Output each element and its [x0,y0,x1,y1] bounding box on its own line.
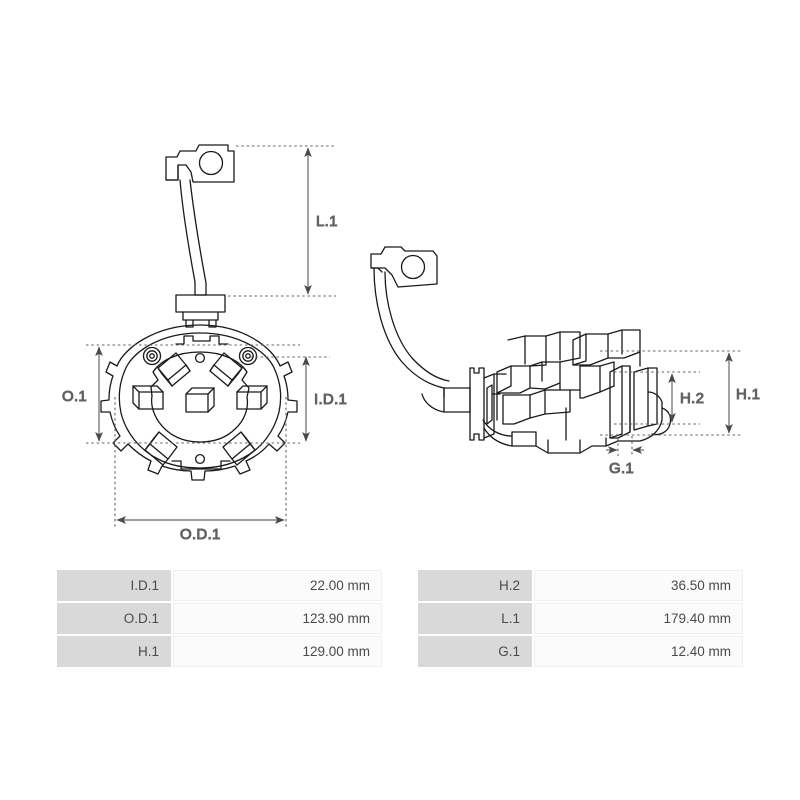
spec-key: G.1 [418,636,532,667]
cable-iso [373,267,450,398]
table-spacer [384,570,418,603]
table-spacer [384,603,418,636]
spec-key: I.D.1 [57,570,171,603]
dim-label-h1: H.1 [736,386,760,403]
table-spacer [384,636,418,667]
spring-tabs [185,387,215,413]
table-row: O.D.1 123.90 mm L.1 179.40 mm [57,603,745,636]
cable-clamp-front [175,294,226,328]
brush-slot-upper-right [209,352,243,387]
dim-label-id1: I.D.1 [314,391,347,408]
alignment-hole-bottom [194,453,206,465]
spec-key: O.D.1 [57,603,171,636]
bottom-keyway [171,460,231,470]
spec-key: H.1 [57,636,171,667]
dim-label-g1: G.1 [609,460,634,477]
spec-value: 179.40 mm [532,603,745,636]
technical-drawing: L.1 O.1 I.D.1 [62,144,760,544]
iso-view-dimensions: H.1 H.2 G.1 [600,350,760,478]
flange-plate-iso [469,367,507,441]
terminal-lug-front [165,144,235,183]
spec-value: 129.00 mm [171,636,384,667]
cable-sleeve-iso [421,387,471,413]
spec-value: 36.50 mm [532,570,745,603]
spec-value: 123.90 mm [171,603,384,636]
top-keyway [175,335,229,345]
spec-key: H.2 [418,570,532,603]
dim-label-h2: H.2 [680,390,704,407]
isometric-view-group [370,246,672,454]
front-view-dimensions: L.1 O.1 I.D.1 [62,145,347,544]
brush-block-3 [572,329,641,399]
holder-body-iso [483,391,672,454]
spring-lever-iso [482,384,513,437]
brush-slot-middle-left [132,385,164,410]
central-bore [150,351,250,443]
brush-face-iso [609,365,658,439]
table-row: I.D.1 22.00 mm H.2 36.50 mm [57,570,745,603]
iso-internal-lines [496,351,641,421]
front-view-group [100,144,298,481]
brush-block-1 [496,331,581,394]
brush-block-2 [502,389,571,425]
spec-key: L.1 [418,603,532,636]
spec-value: 12.40 mm [532,636,745,667]
specifications-table: I.D.1 22.00 mm H.2 36.50 mm O.D.1 123.90… [57,570,745,667]
mounting-boss-right [238,346,258,366]
mounting-boss-left [142,346,162,366]
dim-label-l1: L.1 [316,213,338,230]
cable-front [179,179,207,296]
brush-slot-upper-left [157,352,191,387]
dim-label-od1: O.D.1 [180,526,221,543]
dim-label-o1: O.1 [62,388,87,405]
brush-slot-middle-right [236,385,268,410]
holder-plate-outline [100,324,298,481]
brush-slot-lower-left [144,431,178,466]
terminal-lug-iso [370,246,438,288]
spec-value: 22.00 mm [171,570,384,603]
alignment-hole-top [194,352,206,364]
brush-slot-lower-right [222,431,256,466]
table-row: H.1 129.00 mm G.1 12.40 mm [57,636,745,667]
